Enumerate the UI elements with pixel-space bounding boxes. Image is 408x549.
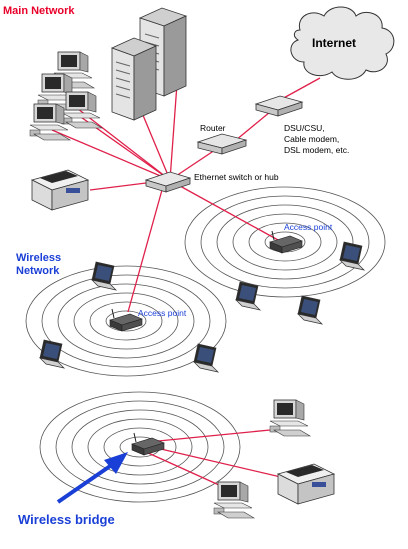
bridge-arrow xyxy=(56,452,128,504)
bridge-workstation-bottom xyxy=(213,481,255,519)
laptop-right-3 xyxy=(297,295,323,325)
laptop-left-1 xyxy=(91,261,117,291)
access-point-right-label: Access point xyxy=(284,222,333,232)
dsu-label-line3: DSL modem, etc. xyxy=(284,145,349,155)
laptop-right-1 xyxy=(339,241,365,271)
laptop-left-3 xyxy=(193,343,219,373)
bridge-workstation-top xyxy=(269,399,311,437)
wireless-rings-left xyxy=(25,265,227,377)
router-label: Router xyxy=(200,123,226,133)
internet-cloud xyxy=(290,6,395,80)
main-network-label: Main Network xyxy=(3,5,75,17)
wireless-network-label-line1: Wireless xyxy=(16,252,61,264)
laptop-left-2 xyxy=(39,339,65,369)
access-point-left-label: Access point xyxy=(138,308,187,318)
laptop-right-2 xyxy=(235,281,261,311)
wireless-rings-right xyxy=(184,186,386,298)
dsu-modem xyxy=(254,95,304,117)
wireless-network-label-line2: Network xyxy=(16,265,60,277)
ethernet-switch xyxy=(144,171,192,193)
internet-label: Internet xyxy=(312,36,356,50)
router xyxy=(196,133,248,155)
dsu-label-line1: DSU/CSU, xyxy=(284,123,325,133)
wireless-bridge-label: Wireless bridge xyxy=(18,512,115,527)
dsu-label-line2: Cable modem, xyxy=(284,134,339,144)
switch-label: Ethernet switch or hub xyxy=(194,172,279,182)
bridge-device xyxy=(131,432,165,456)
bridge-printer xyxy=(277,463,335,505)
main-printer xyxy=(31,169,89,211)
server-tower-front xyxy=(110,37,158,121)
